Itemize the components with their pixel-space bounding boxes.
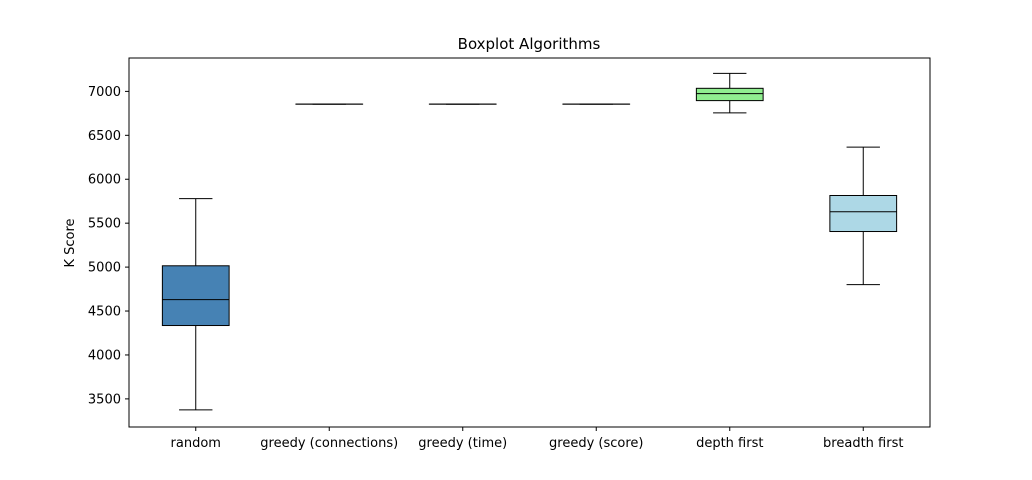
y-tick-label: 5500 bbox=[88, 217, 121, 232]
y-tick-label: 7000 bbox=[88, 85, 121, 100]
chart-marks: 3500 4000 4500 5000 5500 6000 6500 7000 random gr… bbox=[88, 72, 903, 451]
x-tick-label: greedy (connections) bbox=[260, 436, 398, 451]
y-tick-label: 6500 bbox=[88, 129, 121, 144]
y-tick-label: 5000 bbox=[88, 261, 121, 276]
plot-frame bbox=[128, 57, 931, 428]
y-tick-label: 6000 bbox=[88, 173, 121, 188]
y-tick-label: 4000 bbox=[88, 348, 121, 363]
box-iqr bbox=[161, 265, 230, 327]
box-iqr bbox=[829, 194, 898, 233]
x-tick-label: greedy (score) bbox=[549, 436, 643, 451]
y-axis-title: K Score bbox=[63, 218, 78, 267]
y-tick-label: 4500 bbox=[88, 305, 121, 320]
x-tick-label: breadth first bbox=[823, 436, 903, 451]
y-tick-label: 3500 bbox=[88, 392, 121, 407]
chart-title: Boxplot Algorithms bbox=[458, 35, 601, 53]
x-tick-label: depth first bbox=[696, 436, 763, 451]
box-iqr bbox=[695, 87, 764, 102]
x-tick-label: random bbox=[171, 436, 221, 451]
x-tick-label: greedy (time) bbox=[418, 436, 507, 451]
